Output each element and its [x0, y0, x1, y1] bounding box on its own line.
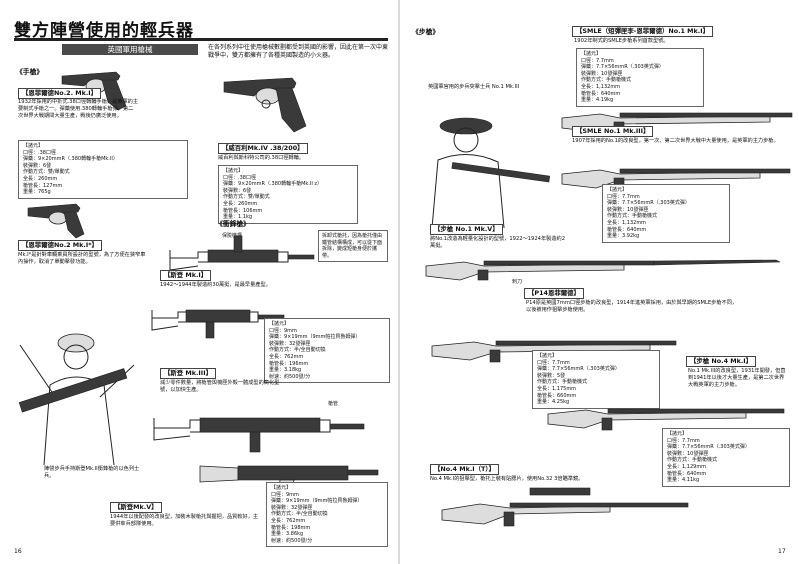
page-gutter	[398, 0, 400, 564]
sten-mk5-illustration	[199, 465, 379, 499]
no1-mk5-header: 【步槍 No.1 Mk.V】	[430, 224, 503, 235]
tommy-illustration	[431, 117, 551, 229]
sten-mk3-desc: 減少零件數量，將槍管與機匣外殼一體成型的簡化型號，以加快生產。	[160, 380, 280, 393]
smle-mk3-desc: 1907年採用的No.1的改良型，第一次、第二次世界大戰中大量使用，是英軍的主力…	[572, 138, 779, 144]
no1-mk5-illustration	[425, 259, 781, 281]
smle-mk1-header: 【SMLE（短彈匣李-恩菲爾德）No.1 Mk.I】	[572, 26, 713, 37]
p14-desc: P14原是英國7mm口徑步槍的改良型，1914年進英軍採用，由於與早期的SMLE…	[526, 300, 738, 313]
no4-mk1-header: 【步槍 No.4 Mk.I】	[686, 356, 757, 367]
guard-label: 保險機構	[222, 233, 243, 239]
title-rule	[14, 38, 388, 41]
stock-callout: 拆卸式槍托，因為槍托僅由鐵管結構構成，可以從下面拆除，變成短槍身便於攜帶。	[318, 230, 388, 263]
bayonet-label: 刺刀	[512, 279, 523, 285]
page-title: 雙方陣營使用的輕兵器	[14, 21, 194, 41]
enfield-no2-star-illustration	[27, 203, 85, 239]
section-band: 英國軍用槍械	[62, 44, 198, 55]
no4-mk1t-header: 【No.4 Mk.I（T）】	[430, 464, 499, 475]
smle-mk3-illustration	[561, 168, 791, 189]
sten-mk5-desc: 1944年以後配發的改良型，加裝木製槍托與握把，品質較好，主要供傘兵部隊使用。	[110, 514, 259, 527]
webley-header: 【威百利Mk.IV .38/200】	[218, 143, 308, 154]
smg-label: 《衝鋒槍》	[216, 220, 250, 228]
page-number-left: 16	[14, 548, 22, 555]
no1-mk5-desc: 將No.1改造為輕量化設計的型號，1922～1924年製造約2萬挺。	[430, 236, 565, 249]
enfield-no2-specs: 【諸元】口徑：.38口徑彈藥：9×20mmR（.380轉輪手槍Mk.II）裝彈數…	[18, 140, 188, 199]
rifles-label: 《步槍》	[412, 28, 440, 36]
enfield-no2-star-header: 【恩菲爾德No.2 Mk.I*】	[18, 240, 102, 251]
handguns-label: 《手槍》	[16, 68, 44, 76]
webley-desc: 威百利與斯科特公司的.38口徑轉輪。	[218, 155, 305, 161]
no4-mk1t-illustration	[441, 487, 689, 527]
enfield-no2-header: 【恩菲爾德No.2. Mk.I】	[18, 88, 102, 99]
no4-mk1t-desc: No.4 Mk.I的狙擊型，槍托上裝有貼腮片，使用No.32 3倍瞄準鏡。	[430, 476, 584, 482]
smle-mk3-header: 【SMLE No.1 Mk.III】	[572, 126, 654, 137]
no4-mk1-illustration	[547, 408, 785, 431]
sten-mk5-header: 【斯登Mk.V】	[110, 502, 162, 513]
smle-mk1-desc: 1902年制式的SMLE步槍系列首款型號。	[574, 38, 669, 44]
soldier-caption: 陣營步兵手持斯登Mk.II衝鋒槍的以色列士兵。	[44, 466, 140, 479]
sten-mk1-side-illustration	[151, 309, 285, 339]
sten-mk3-header: 【斯登 Mk.III】	[160, 368, 216, 379]
barrel-label: 槍管	[328, 401, 339, 407]
sten-mk1-header: 【斯登 Mk.I】	[160, 270, 212, 281]
webley-specs: 【諸元】口徑：.38口徑彈藥：9×20mmR（.380轉輪手槍Mk.II z）裝…	[218, 165, 358, 224]
tommy-caption: 英國軍官用的步兵突擊士兵 No.1 Mk.III	[428, 84, 520, 90]
enfield-no2-desc: 1932年採用的中折式.38口徑轉輪手槍，是英軍的主要制式手槍之一。彈藥使用.3…	[18, 99, 139, 119]
intro-text: 在各列系列中往使用槍械數劃都受到英國的影響，因此在第一次中東戰爭中，雙方都擁有了…	[208, 44, 389, 59]
webley-illustration	[223, 77, 307, 133]
soldier-illustration	[18, 333, 135, 466]
p14-header: 【P14恩菲爾德】	[524, 288, 584, 299]
sten-mk3-illustration	[153, 417, 365, 453]
sten-mk1-desc: 1942～1944年製造約30萬挺，是最早量產型。	[160, 282, 271, 288]
page-number-right: 17	[778, 548, 786, 555]
no4-mk1-desc: No.1 Mk.III的改良型，1931年開發，但直到1941年以後才大量生產，…	[688, 368, 786, 388]
sten-mk1-illustration	[169, 235, 315, 271]
enfield-no2-star-desc: Mk.I*是針對車輛乘員所設計的型號，為了方便在狹窄車內操作，取消了單動擊發功能…	[18, 252, 146, 265]
